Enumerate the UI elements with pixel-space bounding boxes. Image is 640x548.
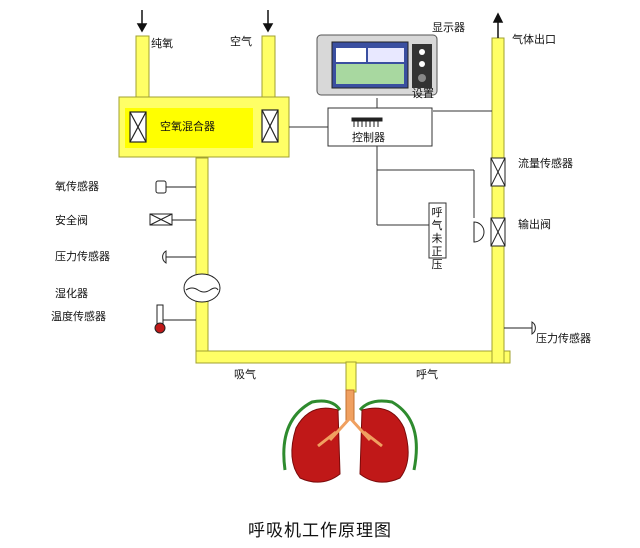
flow-sensor-label: 流量传感器 — [518, 157, 573, 170]
pressure-sensor-right-label: 压力传感器 — [536, 332, 591, 345]
output-valve-icon — [473, 217, 506, 247]
temperature-sensor-icon — [154, 304, 196, 334]
flow-sensor-icon — [490, 157, 506, 187]
mixer-valve-left — [129, 111, 147, 143]
controller-box — [327, 107, 433, 147]
safety-valve-icon — [149, 213, 196, 226]
mixer-valve-right — [261, 109, 279, 143]
control-wires — [289, 98, 492, 226]
mixer-label: 空氧混合器 — [160, 120, 215, 133]
pressure-sensor-left-label: 压力传感器 — [55, 250, 110, 263]
lungs — [282, 389, 418, 483]
settings-label: 设置 — [412, 87, 434, 100]
humidifier-icon — [183, 273, 221, 303]
pipe-network — [135, 35, 511, 393]
right-lung — [359, 407, 409, 483]
gas-outlet-arrow — [492, 12, 504, 38]
controller-label: 控制器 — [352, 131, 385, 144]
oxygen-sensor-icon — [155, 180, 196, 194]
oxygen-inlet-arrow — [136, 10, 148, 33]
exhale-label: 呼气 — [416, 368, 438, 381]
pleura-outline — [282, 399, 418, 471]
trachea — [345, 389, 355, 421]
humidifier-label: 湿化器 — [55, 287, 88, 300]
pressure-sensor-left-icon — [162, 250, 196, 264]
display-label: 显示器 — [432, 21, 465, 34]
air-inlet-pipe — [261, 35, 276, 101]
oxygen-label: 纯氧 — [151, 37, 173, 50]
exhale-pipe — [491, 37, 505, 364]
gas-outlet-label: 气体出口 — [512, 33, 556, 46]
air-inlet-arrow — [262, 10, 274, 33]
air-label: 空气 — [230, 35, 252, 48]
temperature-sensor-label: 温度传感器 — [51, 310, 106, 323]
mixer-outlet-pipe — [195, 157, 209, 364]
controller-icon — [351, 117, 383, 127]
left-lung — [291, 407, 341, 483]
pressure-sensor-right-icon — [504, 321, 536, 335]
peep-label: 呼气未正压 — [431, 206, 443, 271]
bottom-pipe — [195, 350, 511, 364]
output-valve-label: 输出阀 — [518, 218, 551, 231]
safety-valve-label: 安全阀 — [55, 214, 88, 227]
bronchi — [317, 416, 383, 448]
patient-pipe — [345, 361, 357, 393]
oxygen-sensor-label: 氧传感器 — [55, 180, 99, 193]
display-monitor — [316, 34, 438, 96]
peep-box — [428, 202, 447, 259]
diagram-caption: 呼吸机工作原理图 — [248, 521, 392, 541]
inhale-label: 吸气 — [234, 368, 256, 381]
oxygen-inlet-pipe — [135, 35, 150, 101]
